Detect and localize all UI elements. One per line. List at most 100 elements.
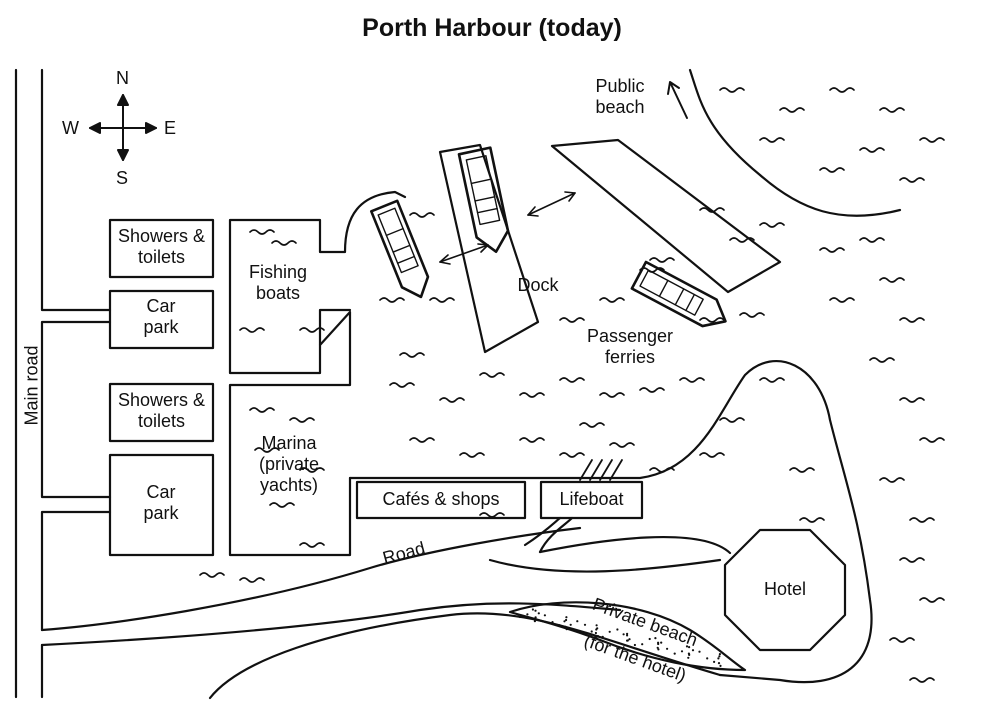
beach-dot — [626, 634, 629, 637]
dock-label: Dock — [517, 275, 559, 295]
main-road-label: Main road — [21, 345, 42, 426]
beach-dot — [537, 612, 540, 615]
car-park-1-area — [108, 289, 215, 350]
beach-dot — [626, 632, 629, 635]
beach-dot — [569, 623, 572, 626]
wave-mark — [829, 87, 855, 93]
ferry-boat-3 — [630, 260, 727, 328]
beach-dot — [687, 656, 690, 659]
compass-rose-icon — [89, 94, 157, 161]
lifeboat-slipway — [579, 459, 623, 481]
wave-mark — [199, 572, 225, 578]
wave-mark — [239, 327, 265, 333]
wave-mark — [299, 542, 325, 548]
lifeboat-label: Lifeboat — [559, 489, 624, 509]
wave-mark — [899, 177, 925, 183]
wave-mark — [879, 477, 905, 483]
beach-dot — [719, 664, 722, 668]
beach-dot — [641, 643, 644, 646]
marina-label: Marina (private yachts) — [258, 433, 320, 495]
beach-dot — [666, 647, 669, 650]
wave-mark — [559, 452, 585, 458]
beach-dot — [656, 646, 659, 649]
wave-mark — [779, 107, 805, 113]
wave-mark — [919, 597, 945, 603]
wave-mark — [759, 377, 785, 383]
beach-dot — [718, 655, 721, 658]
coast-south — [208, 612, 722, 700]
cafes-shops-building — [355, 480, 527, 520]
beach-dot — [565, 618, 568, 622]
wave-mark — [409, 437, 435, 443]
wave-mark — [519, 392, 545, 398]
wave-mark — [859, 147, 885, 153]
showers-toilets-1-label: Showers & toilets — [117, 226, 206, 267]
beach-dot — [626, 639, 629, 642]
wave-mark — [889, 637, 915, 643]
beach-dot — [583, 623, 587, 626]
coast-north-east — [688, 68, 902, 217]
wave-mark — [899, 557, 925, 563]
main-road-east-edge-north — [40, 68, 112, 312]
wave-mark — [579, 422, 605, 428]
wave-mark — [719, 87, 745, 93]
hotel-label: Hotel — [763, 579, 807, 599]
fishing-boats-outline — [228, 190, 407, 557]
beach-dot — [713, 660, 716, 664]
wave-mark — [919, 137, 945, 143]
beach-dot — [688, 653, 691, 657]
beach-dot — [565, 616, 568, 619]
beach-dot — [648, 637, 651, 641]
showers-toilets-2-building — [108, 382, 215, 443]
ferry-boat-1 — [369, 199, 430, 299]
wave-mark — [869, 357, 895, 363]
beach-dot — [657, 641, 660, 644]
main-road-east-edge-mid-1 — [40, 320, 112, 499]
dock-pier-east — [550, 138, 782, 294]
wave-mark — [429, 297, 455, 303]
wave-mark — [599, 392, 625, 398]
wave-mark — [899, 397, 925, 403]
private-beach-outline — [508, 601, 747, 672]
beach-dot — [616, 628, 619, 631]
wave-mark — [379, 297, 405, 303]
road-branch-hotel — [488, 535, 732, 573]
ferry-boat-2 — [457, 146, 510, 254]
compass-north-label: N — [116, 68, 129, 88]
showers-toilets-2-label: Showers & toilets — [117, 390, 206, 431]
wave-mark — [639, 387, 665, 393]
wave-mark — [299, 467, 325, 473]
public-beach-arrow — [667, 81, 688, 119]
beach-dot — [660, 641, 663, 644]
wave-mark — [559, 317, 585, 323]
road-south-edge — [40, 602, 622, 647]
wave-mark — [719, 417, 745, 423]
wave-mark — [699, 317, 725, 323]
dock-pier-west — [438, 143, 540, 354]
beach-dot — [563, 620, 566, 623]
wave-mark — [819, 247, 845, 253]
road-north-edge — [40, 526, 582, 632]
main-road-east-edge-mid-2 — [40, 510, 112, 632]
lifeboat-access — [523, 516, 574, 554]
wave-mark — [271, 240, 297, 246]
wave-mark — [879, 107, 905, 113]
beach-dot — [673, 652, 676, 655]
beach-dot — [685, 645, 689, 648]
compass-west-label: W — [62, 118, 79, 138]
wave-mark — [239, 577, 265, 583]
wave-mark — [439, 397, 465, 403]
wave-mark — [479, 372, 505, 378]
wave-mark — [909, 677, 935, 683]
beach-dot — [534, 616, 537, 619]
wave-mark — [859, 237, 885, 243]
cafes-shops-label: Cafés & shops — [382, 489, 500, 509]
public-beach-label: Public beach — [595, 76, 645, 117]
beach-dot — [691, 649, 695, 652]
wave-mark — [459, 452, 485, 458]
wave-mark — [729, 237, 755, 243]
beach-dot — [608, 630, 611, 633]
compass-south-label: S — [116, 168, 129, 188]
wave-mark — [699, 452, 725, 458]
